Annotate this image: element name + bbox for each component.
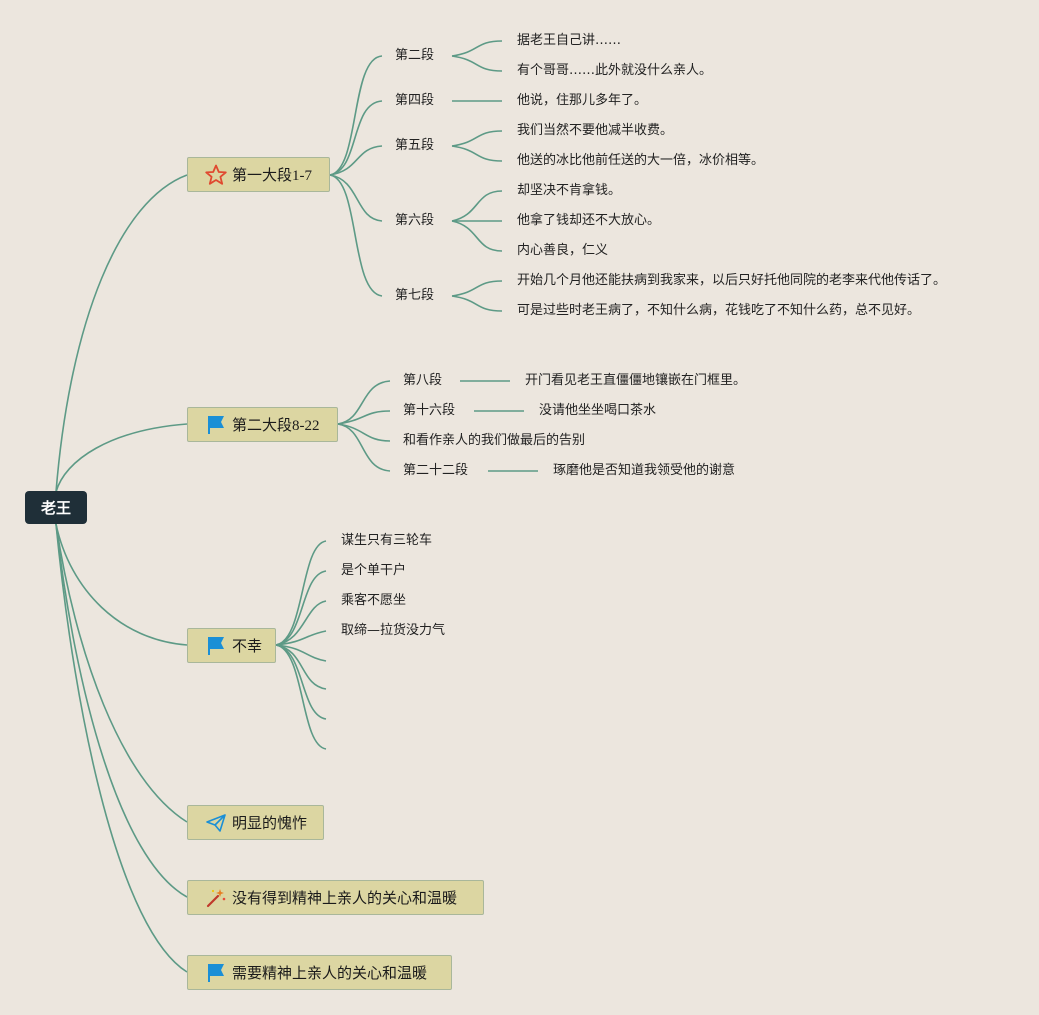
branch-label: 需要精神上亲人的关心和温暖 bbox=[232, 966, 428, 982]
paper-plane-icon bbox=[204, 811, 228, 835]
section-label[interactable]: 和看作亲人的我们做最后的告别 bbox=[403, 433, 586, 448]
branch-label: 第一大段1-7 bbox=[232, 168, 312, 184]
magic-wand-icon bbox=[204, 886, 228, 910]
connector bbox=[55, 523, 188, 823]
section-label[interactable]: 第四段 bbox=[395, 93, 435, 108]
branch-need-spiritual-care[interactable]: 需要精神上亲人的关心和温暖 bbox=[187, 955, 452, 990]
leaf-text[interactable]: 琢磨他是否知道我领受他的谢意 bbox=[553, 463, 736, 478]
leaf-text[interactable]: 内心善良，仁义 bbox=[517, 243, 609, 258]
section-label[interactable]: 第八段 bbox=[403, 373, 443, 388]
flag-icon bbox=[204, 634, 228, 658]
branch-label: 第二大段8-22 bbox=[232, 418, 320, 434]
section-label[interactable]: 第十六段 bbox=[403, 403, 456, 418]
branch-misfortune[interactable]: 不幸 bbox=[187, 628, 276, 663]
leaf-text[interactable]: 谋生只有三轮车 bbox=[341, 533, 433, 548]
leaf-text[interactable]: 可是过些时老王病了，不知什么病，花钱吃了不知什么药，总不见好。 bbox=[517, 303, 921, 318]
leaf-text[interactable]: 他送的冰比他前任送的大一倍，冰价相等。 bbox=[517, 153, 765, 168]
connector bbox=[55, 423, 188, 493]
branch-obvious-shame[interactable]: 明显的愧怍 bbox=[187, 805, 324, 840]
leaf-text[interactable]: 开门看见老王直僵僵地镶嵌在门框里。 bbox=[525, 373, 747, 388]
connector bbox=[55, 523, 188, 898]
branch-label: 不幸 bbox=[232, 639, 263, 655]
leaf-text[interactable]: 我们当然不要他减半收费。 bbox=[517, 123, 674, 138]
leaf-text[interactable]: 乘客不愿坐 bbox=[341, 593, 407, 608]
flag-icon bbox=[204, 413, 228, 437]
root-node[interactable]: 老王 bbox=[25, 491, 87, 524]
leaf-text[interactable]: 据老王自己讲…… bbox=[517, 33, 622, 48]
leaf-text[interactable]: 开始几个月他还能扶病到我家来，以后只好托他同院的老李来代他传话了。 bbox=[517, 273, 947, 288]
section-label[interactable]: 第五段 bbox=[395, 138, 435, 153]
star-icon bbox=[204, 163, 228, 187]
branch-no-spiritual-care[interactable]: 没有得到精神上亲人的关心和温暖 bbox=[187, 880, 484, 915]
connector bbox=[55, 523, 188, 646]
leaf-text[interactable]: 有个哥哥……此外就没什么亲人。 bbox=[517, 63, 713, 78]
leaf-text[interactable]: 取缔—拉货没力气 bbox=[341, 623, 446, 638]
section-label[interactable]: 第七段 bbox=[395, 288, 435, 303]
leaf-text[interactable]: 他说，住那儿多年了。 bbox=[517, 93, 648, 108]
branch-first-section[interactable]: 第一大段1-7 bbox=[187, 157, 330, 192]
connector bbox=[55, 174, 188, 493]
leaf-text[interactable]: 是个单干户 bbox=[341, 563, 407, 578]
leaf-text[interactable]: 他拿了钱却还不大放心。 bbox=[517, 213, 661, 228]
section-label[interactable]: 第二段 bbox=[395, 48, 435, 63]
branch-label: 没有得到精神上亲人的关心和温暖 bbox=[232, 891, 458, 907]
leaf-text[interactable]: 却坚决不肯拿钱。 bbox=[517, 183, 622, 198]
branch-second-section[interactable]: 第二大段8-22 bbox=[187, 407, 338, 442]
section-label[interactable]: 第二十二段 bbox=[403, 463, 469, 478]
flag-icon bbox=[204, 961, 228, 985]
connector bbox=[55, 523, 188, 973]
section-label[interactable]: 第六段 bbox=[395, 213, 435, 228]
leaf-text[interactable]: 没请他坐坐喝口茶水 bbox=[539, 403, 657, 418]
branch-label: 明显的愧怍 bbox=[232, 816, 308, 832]
